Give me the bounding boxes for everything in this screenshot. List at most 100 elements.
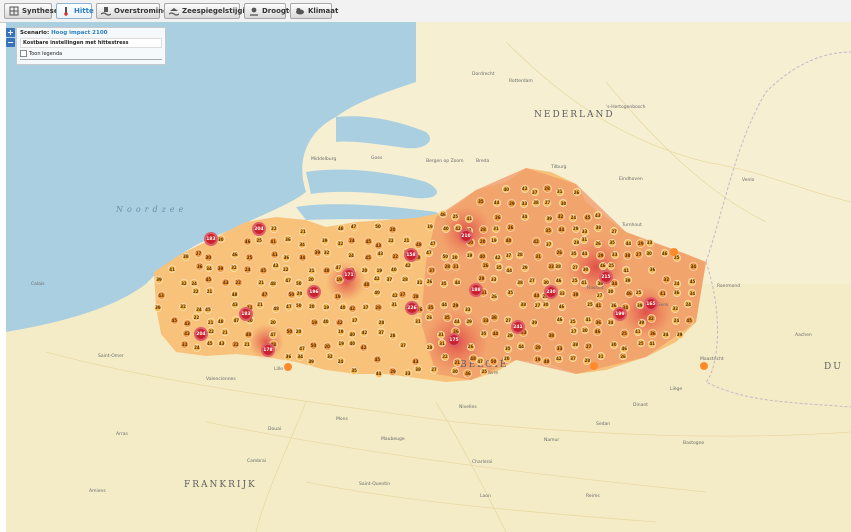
heat-cluster-marker[interactable]: 25 [585, 300, 594, 309]
heat-cluster-marker[interactable]: 25 [570, 276, 579, 285]
heat-cluster-marker[interactable]: 32 [229, 263, 238, 272]
heat-cluster-marker[interactable]: 19 [533, 355, 543, 365]
heat-cluster-marker[interactable]: 32 [180, 339, 190, 349]
heat-cluster-marker[interactable]: 41 [580, 278, 589, 287]
heat-cluster-marker[interactable]: 24 [243, 264, 253, 274]
heat-cluster-marker[interactable]: 28 [516, 250, 525, 259]
tab-synthese[interactable]: Synthese [4, 3, 59, 19]
heat-cluster-marker[interactable]: 33 [610, 250, 619, 259]
heat-cluster-marker[interactable]: 22 [231, 340, 241, 350]
heat-cluster-marker[interactable]: 42 [520, 184, 529, 193]
heat-cluster-marker[interactable]: 32 [322, 248, 331, 257]
heat-cluster-marker[interactable]: 39 [155, 275, 164, 284]
heat-cluster-marker[interactable]: 46 [230, 250, 239, 259]
heat-cluster-marker[interactable]: 43 [221, 278, 231, 288]
heat-cluster-marker[interactable]: 30 [609, 340, 618, 349]
heat-cluster-marker[interactable]: 31 [437, 330, 446, 339]
heat-cluster-marker[interactable]: 39 [623, 276, 632, 285]
heat-cluster-large[interactable]: 210 [459, 229, 473, 243]
heat-cluster-marker[interactable]: 45 [203, 305, 212, 314]
heat-cluster-marker[interactable]: 25 [607, 261, 616, 270]
heat-cluster-marker[interactable]: 28 [542, 184, 552, 194]
heat-cluster-marker[interactable]: 40 [441, 224, 450, 233]
heat-cluster-marker[interactable]: 46 [243, 236, 253, 246]
heat-cluster-marker[interactable]: 29 [506, 331, 515, 340]
tab-overstroming[interactable]: Overstroming [96, 3, 168, 19]
heat-cluster-marker[interactable]: 35 [439, 279, 448, 288]
heat-cluster-marker[interactable]: 31 [555, 187, 564, 196]
heat-cluster-marker[interactable]: 26 [481, 261, 491, 271]
heat-cluster-marker[interactable]: 50 [373, 222, 382, 231]
heat-cluster-large[interactable]: 183 [204, 232, 218, 246]
tab-zeespiegelstijging[interactable]: Zeespiegelstijging [164, 3, 255, 19]
heat-cluster-marker[interactable]: 33 [489, 275, 498, 284]
heat-cluster-marker[interactable]: 27 [634, 249, 644, 259]
heat-cluster-marker[interactable]: 40 [504, 235, 514, 245]
heat-cluster-marker[interactable]: 38 [594, 223, 603, 232]
heat-cluster-large[interactable]: 178 [261, 343, 275, 357]
heat-cluster-marker[interactable]: 39 [635, 301, 644, 310]
heat-cluster-marker[interactable]: 40 [362, 279, 372, 289]
heat-cluster-marker[interactable]: 45 [363, 237, 373, 247]
heat-cluster-marker[interactable]: 46 [463, 369, 473, 379]
heat-cluster-marker[interactable]: 31 [413, 317, 422, 326]
heat-cluster-marker[interactable]: 19 [333, 292, 343, 302]
heat-cluster-marker[interactable]: 30 [530, 318, 539, 327]
heat-cluster-marker[interactable]: 28 [583, 356, 592, 365]
heat-cluster-marker[interactable]: 44 [374, 369, 383, 378]
heat-cluster-marker[interactable]: 45 [688, 277, 697, 286]
heat-cluster-marker[interactable]: 47 [298, 344, 307, 353]
heat-cluster-marker[interactable]: 38 [554, 262, 563, 271]
heat-cluster-marker[interactable]: 35 [476, 197, 486, 207]
settings-row[interactable]: Kostbare instellingen met hittestress [20, 38, 162, 48]
heat-cluster-marker[interactable]: 36 [283, 235, 292, 244]
heat-cluster-marker[interactable]: 46 [624, 289, 634, 299]
heat-cluster-marker[interactable]: 30 [541, 300, 550, 309]
heat-cluster-marker[interactable]: 36 [493, 212, 503, 222]
heat-cluster-marker[interactable]: 22 [440, 352, 449, 361]
heat-cluster-marker[interactable]: 40 [502, 185, 511, 194]
heat-cluster-marker[interactable]: 41 [622, 266, 631, 275]
heat-cluster-marker[interactable]: 33 [558, 289, 567, 298]
heat-cluster-marker[interactable]: 21 [257, 278, 266, 287]
heat-cluster-marker[interactable]: 22 [192, 313, 201, 322]
heat-cluster-marker[interactable]: 45 [363, 252, 373, 262]
heat-cluster-marker[interactable]: 29 [520, 263, 529, 272]
heat-cluster-marker[interactable]: 43 [593, 211, 602, 220]
heat-cluster-marker[interactable]: 46 [593, 327, 603, 337]
heat-cluster-marker[interactable]: 27 [610, 227, 619, 236]
heat-cluster-marker[interactable]: 35 [479, 329, 488, 338]
heat-cluster-marker[interactable]: 28 [411, 291, 421, 301]
heat-cluster-marker[interactable]: 28 [425, 343, 434, 352]
heat-cluster-marker[interactable]: 20 [295, 289, 304, 298]
heat-cluster-large[interactable]: 171 [342, 268, 356, 282]
heat-cluster-large[interactable]: 196 [307, 285, 321, 299]
heat-cluster-large[interactable]: 204 [252, 222, 266, 236]
heat-cluster-marker[interactable]: 41 [648, 339, 657, 348]
heat-cluster-marker[interactable]: 29 [507, 199, 517, 209]
heat-cluster-marker[interactable]: 43 [156, 291, 166, 301]
heat-cluster-marker[interactable]: 47 [284, 302, 293, 311]
heat-cluster-marker[interactable]: 21 [206, 318, 215, 327]
heat-cluster-marker[interactable]: 26 [619, 352, 627, 361]
heat-cluster-marker[interactable]: 25 [568, 317, 577, 326]
heat-cluster-marker[interactable]: 50 [489, 356, 499, 366]
heat-cluster-marker[interactable]: 48 [322, 265, 332, 275]
heat-cluster-marker[interactable]: 45 [583, 212, 593, 222]
heat-cluster-marker[interactable]: 31 [491, 224, 500, 233]
heat-cluster-marker[interactable]: 24 [672, 279, 681, 288]
heat-cluster-marker[interactable]: 35 [426, 303, 436, 313]
heat-cluster-marker[interactable]: 21 [307, 266, 316, 275]
heat-cluster-marker[interactable]: 36 [648, 328, 658, 338]
heat-cluster-marker[interactable]: 33 [520, 199, 529, 208]
heat-point-marker[interactable] [700, 362, 708, 370]
heat-cluster-marker[interactable]: 35 [506, 288, 515, 297]
heat-cluster-marker[interactable]: 27 [584, 341, 594, 351]
heat-cluster-marker[interactable]: 50 [286, 290, 296, 300]
heat-cluster-marker[interactable]: 45 [205, 339, 214, 348]
heat-cluster-marker[interactable]: 39 [637, 318, 646, 327]
heat-cluster-marker[interactable]: 27 [429, 365, 438, 374]
heat-cluster-marker[interactable]: 29 [596, 250, 606, 260]
heat-cluster-marker[interactable]: 38 [623, 251, 633, 261]
heat-cluster-marker[interactable]: 26 [490, 292, 499, 301]
